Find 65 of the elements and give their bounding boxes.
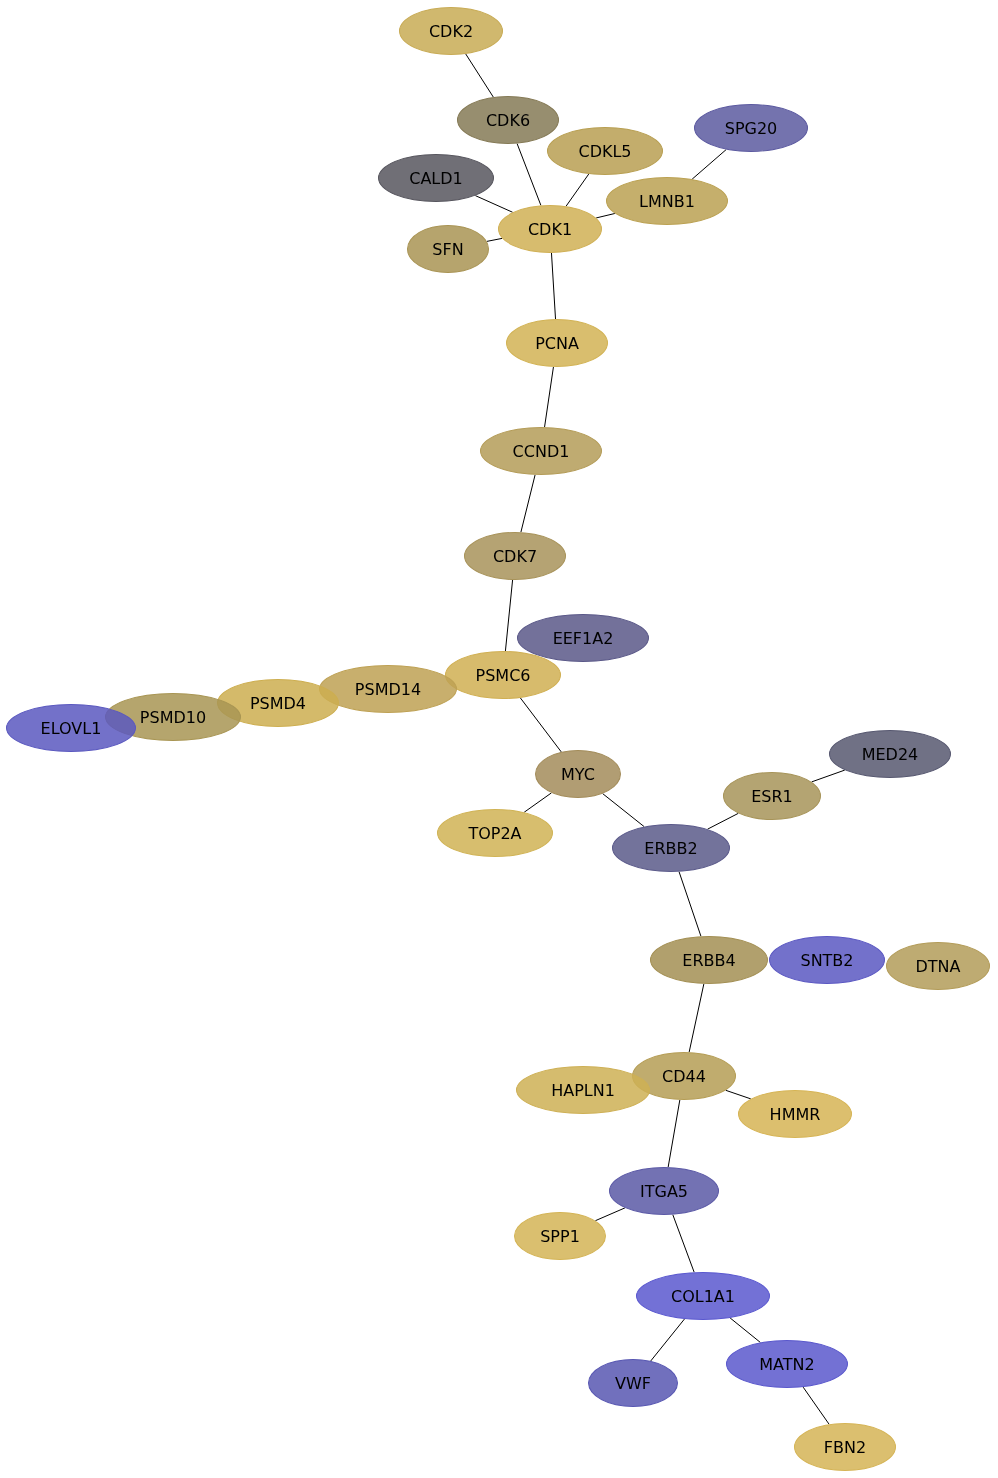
interaction-line	[544, 366, 554, 428]
interaction-line	[520, 474, 536, 533]
interaction-line	[672, 1214, 695, 1273]
interaction-line	[550, 252, 557, 320]
gene-label: COL1A1	[671, 1286, 735, 1306]
gene-label: ESR1	[751, 786, 793, 806]
interaction-line	[465, 53, 494, 98]
gene-node	[723, 772, 821, 820]
interaction-line	[688, 983, 705, 1053]
gene-label: CDK7	[492, 546, 538, 566]
gene-label: SNTB2	[800, 950, 854, 970]
gene-label: EEF1A2	[552, 628, 614, 648]
gene-label: ERBB2	[644, 838, 698, 858]
interaction-line	[729, 1317, 761, 1343]
interaction-line	[602, 793, 645, 828]
gene-label: CCND1	[512, 441, 570, 461]
gene-label: CD44	[662, 1066, 706, 1086]
gene-node	[514, 1212, 606, 1260]
gene-label: CDK1	[527, 219, 573, 239]
gene-label: TOP2A	[468, 823, 522, 843]
gene-label: ERBB4	[682, 950, 736, 970]
gene-label: MYC	[561, 764, 595, 784]
gene-label: PSMD4	[249, 693, 307, 713]
interaction-line	[725, 1089, 752, 1100]
gene-label: HAPLN1	[551, 1080, 615, 1100]
interaction-line	[667, 1099, 681, 1168]
gene-label: CDKL5	[578, 141, 632, 161]
gene-node	[886, 942, 990, 990]
interaction-line	[650, 1318, 685, 1362]
gene-node	[457, 96, 559, 144]
gene-label: DTNA	[915, 956, 961, 976]
gene-label: SFN	[432, 239, 464, 259]
gene-label: PSMD10	[139, 707, 207, 727]
interaction-line	[516, 143, 542, 206]
interaction-line	[707, 812, 739, 830]
gene-label: MATN2	[759, 1354, 815, 1374]
gene-label: CDK6	[485, 110, 531, 130]
interaction-line	[519, 697, 562, 753]
interaction-line	[811, 769, 846, 783]
interaction-line	[565, 173, 590, 207]
interaction-line	[474, 195, 514, 213]
interaction-line	[594, 1207, 626, 1222]
gene-label: ITGA5	[640, 1181, 688, 1201]
interaction-line	[595, 212, 616, 219]
gene-label: PSMD14	[354, 679, 422, 699]
gene-label: CDK2	[428, 21, 474, 41]
gene-label: PCNA	[535, 333, 579, 353]
gene-label: VWF	[615, 1373, 651, 1393]
gene-label: SPP1	[540, 1226, 580, 1246]
interaction-line	[523, 792, 552, 813]
gene-label: ELOVL1	[40, 718, 102, 738]
gene-node	[498, 205, 602, 253]
interaction-line	[678, 871, 702, 937]
gene-label: FBN2	[823, 1437, 867, 1457]
gene-label: HMMR	[769, 1104, 821, 1124]
gene-node	[547, 127, 663, 175]
interaction-line	[802, 1386, 830, 1425]
gene-label: LMNB1	[639, 191, 695, 211]
interaction-line	[504, 579, 514, 652]
gene-label: SPG20	[724, 118, 778, 138]
gene-label: MED24	[861, 744, 919, 764]
interaction-line	[691, 149, 727, 180]
interaction-line	[486, 237, 503, 242]
gene-label: PSMC6	[475, 665, 531, 685]
gene-label: CALD1	[409, 168, 463, 188]
